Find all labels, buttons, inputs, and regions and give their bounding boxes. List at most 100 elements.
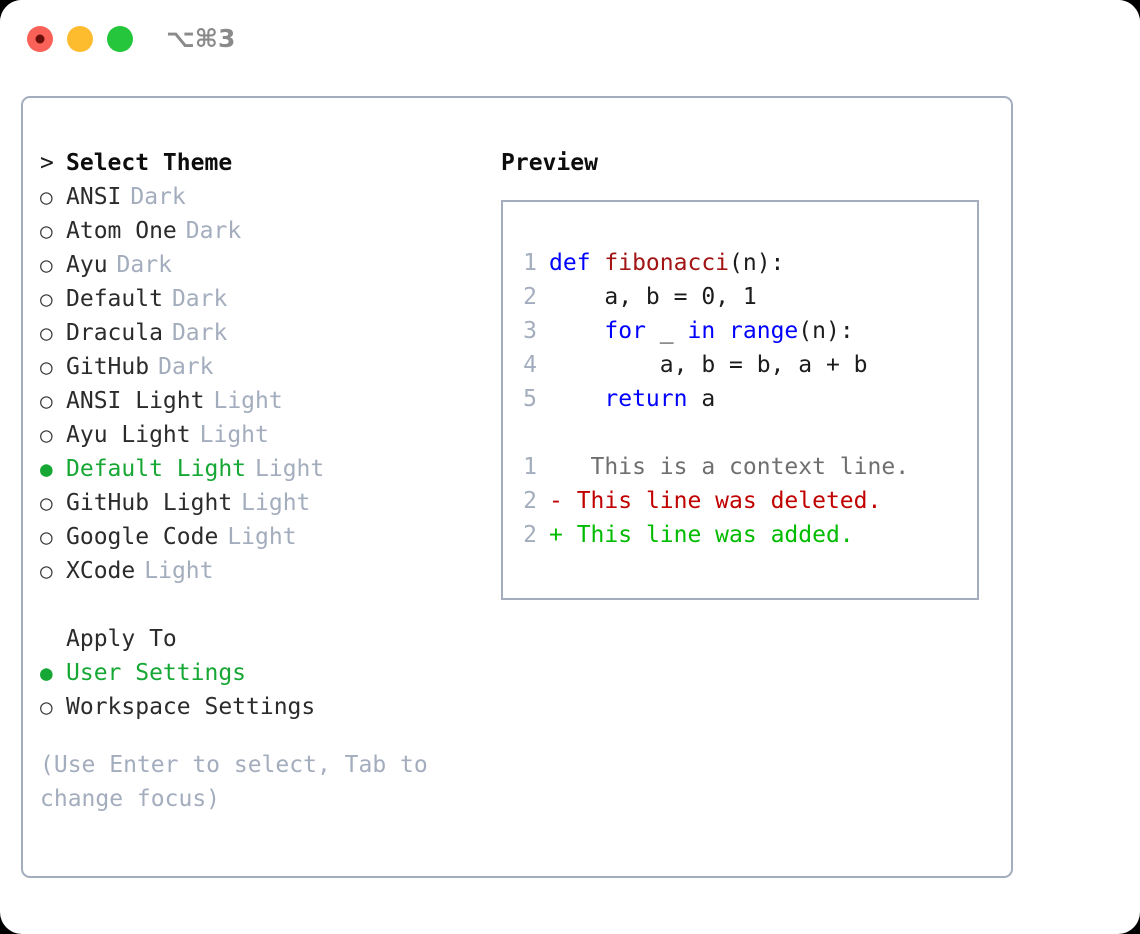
code-line: 3 for _ in range(n): [503,314,977,348]
diff-line: 2 + This line was added. [503,518,977,552]
theme-item-label: Ayu [66,252,108,278]
radio-unselected-icon: ○ [40,525,53,549]
line-number: 1 [523,250,537,276]
code-line-content: def fibonacci(n): [549,246,784,280]
diff-marker: - [549,488,563,514]
line-number: 1 [523,454,537,480]
apply-to-title: Apply To [66,626,177,652]
theme-list-item[interactable]: ○ GitHub Dark [40,350,480,384]
theme-list-item[interactable]: ● Default Light Light [40,452,480,486]
prompt-caret-icon: > [40,150,54,176]
apply-to-item-label: Workspace Settings [66,694,316,720]
code-token-kw: for [604,318,646,344]
code-token-pl: a, b = 0, 1 [549,284,757,310]
apply-to-list-item[interactable]: ○ Workspace Settings [40,690,480,724]
theme-item-variant-tag: Dark [116,252,172,278]
keyboard-hint-text: (Use Enter to select, Tab to change focu… [40,752,428,812]
preview-title: Preview [501,150,598,176]
theme-item-label: XCode [66,558,136,584]
theme-item-variant-tag: Dark [158,354,214,380]
theme-item-variant-tag: Light [213,388,283,414]
theme-item-label: ANSI [66,184,122,210]
theme-item-label: GitHub [66,354,150,380]
theme-item-label: GitHub Light [66,490,233,516]
radio-unselected-icon: ○ [40,695,53,719]
theme-list-item[interactable]: ○ ANSI Light Light [40,384,480,418]
radio-unselected-icon: ○ [40,355,53,379]
radio-unselected-icon: ○ [40,423,53,447]
diff-marker: + [549,522,563,548]
radio-unselected-icon: ○ [40,253,53,277]
code-line-content: return a [549,382,715,416]
theme-item-label: Atom One [66,218,177,244]
apply-to-list: ●User Settings ○ Workspace Settings [40,656,480,724]
code-token-kw: range [729,318,799,344]
radio-unselected-icon: ○ [40,389,53,413]
line-number: 2 [523,284,537,310]
apply-to-header: Apply To [40,622,480,656]
line-number: 5 [523,386,537,412]
section-spacer [40,588,480,622]
traffic-light-group [27,26,133,52]
code-line-content: for _ in range(n): [549,314,853,348]
code-token-pl: a, b = b, a + b [549,352,868,378]
diff-line: 2- This line was deleted. [503,484,977,518]
diff-line: 1 This is a context line. [503,450,977,484]
diff-marker [549,450,563,484]
apply-to-list-item[interactable]: ●User Settings [40,656,480,690]
radio-selected-icon: ● [40,457,53,481]
diff-line-content: This line was added. [562,522,854,548]
close-window-button[interactable] [27,26,53,52]
code-token-pl [549,386,604,412]
code-line-content: a, b = 0, 1 [549,280,757,314]
select-theme-header: > Select Theme [40,146,480,180]
diff-line-content: This is a context line. [562,454,910,480]
code-token-kw: return [604,386,688,412]
line-number: 4 [523,352,537,378]
maximize-window-button[interactable] [107,26,133,52]
theme-item-label: Default Light [66,456,247,482]
code-line: 2 a, b = 0, 1 [503,280,977,314]
code-token-pl [715,318,729,344]
code-token-pl: a [687,386,716,412]
title-bar: ⌥⌘3 [0,0,1140,78]
radio-unselected-icon: ○ [40,219,53,243]
theme-item-variant-tag: Dark [130,184,186,210]
code-token-kw: in [687,318,716,344]
apply-to-item-label: User Settings [66,660,247,686]
code-line: 4 a, b = b, a + b [503,348,977,382]
diff-sample: 1 This is a context line.2- This line wa… [503,450,977,552]
line-number: 2 [523,522,537,548]
theme-list-item[interactable]: ○ Atom One Dark [40,214,480,248]
theme-item-variant-tag: Light [255,456,325,482]
theme-item-label: ANSI Light [66,388,205,414]
theme-item-variant-tag: Dark [171,286,228,312]
radio-unselected-icon: ○ [40,491,53,515]
code-line: 5 return a [503,382,977,416]
theme-list-item[interactable]: ○ Ayu Dark [40,248,480,282]
theme-item-variant-tag: Light [227,524,297,550]
keyboard-shortcut-label: ⌥⌘3 [166,24,236,53]
select-theme-title: Select Theme [66,150,233,176]
apply-to-indent [40,622,66,656]
code-line: 1 def fibonacci(n): [503,246,977,280]
theme-item-variant-tag: Light [199,422,269,448]
theme-item-variant-tag: Dark [185,218,242,244]
code-token-pl: _ [645,318,688,344]
line-number: 3 [523,318,537,344]
code-token-fn: fibonacci [604,250,730,276]
minimize-window-button[interactable] [67,26,93,52]
